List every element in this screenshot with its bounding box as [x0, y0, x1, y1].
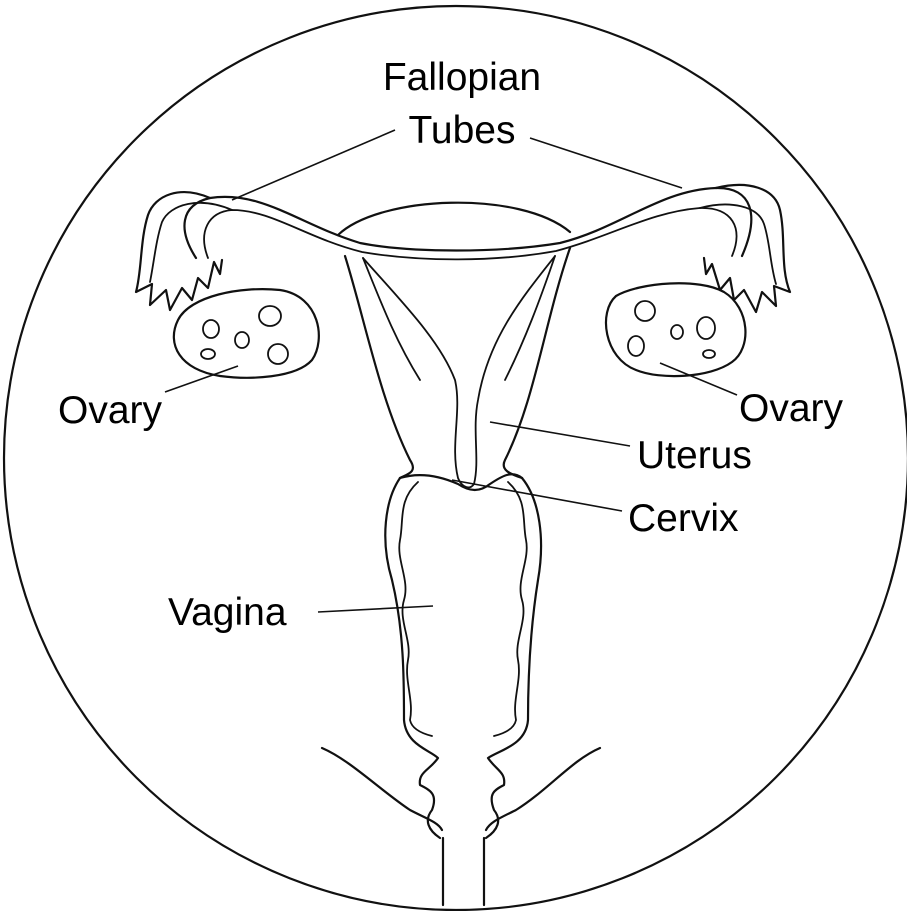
- left-ovary: [174, 289, 319, 378]
- uterus-leader: [490, 422, 630, 446]
- right-ovary-outline: [606, 283, 745, 376]
- fallopian-tube-outer: [184, 188, 751, 258]
- ovary-right-leader: [660, 363, 737, 395]
- uterus-fundus: [338, 203, 570, 235]
- uterus-body-outer: [345, 256, 413, 478]
- fallopian-leader-right: [530, 138, 682, 188]
- vagina-outer-left: [385, 478, 440, 838]
- left-follicle-2: [259, 306, 281, 326]
- fallopian-leader-left: [232, 130, 395, 200]
- right-ovary: [606, 283, 745, 376]
- vagina-outer-right: [486, 478, 541, 838]
- uterus-wall-inner-right: [505, 256, 555, 380]
- label-fallopian-line2: Tubes: [409, 109, 516, 152]
- vagina-leader: [318, 606, 433, 612]
- uterine-cavity: [363, 256, 555, 487]
- label-cervix: Cervix: [628, 497, 739, 540]
- label-vagina: Vagina: [168, 591, 287, 634]
- label-ovary-left: Ovary: [58, 389, 163, 432]
- right-follicle-4: [628, 336, 644, 356]
- left-fimbriae: [136, 192, 222, 310]
- right-follicle-2: [671, 325, 683, 339]
- label-ovary-right: Ovary: [739, 387, 844, 430]
- labia-right: [486, 748, 600, 830]
- label-fallopian-line1: Fallopian: [383, 56, 541, 99]
- labia-left: [322, 748, 442, 830]
- ovary-left-leader: [165, 366, 238, 392]
- left-follicle-4: [268, 344, 288, 364]
- right-follicle-3: [697, 317, 715, 339]
- uterus-wall-inner-left: [363, 258, 420, 380]
- vagina-inner-right: [494, 482, 527, 736]
- left-follicle-1: [203, 320, 219, 338]
- fallopian-tube-inner: [204, 208, 736, 259]
- right-fimbriae-inner: [700, 205, 776, 284]
- label-uterus: Uterus: [637, 434, 752, 477]
- right-follicle-5: [703, 350, 715, 358]
- fallopian-tubes: [136, 185, 790, 312]
- left-follicle-3: [235, 332, 249, 348]
- left-follicle-5: [201, 349, 215, 359]
- right-follicle-1: [635, 301, 655, 321]
